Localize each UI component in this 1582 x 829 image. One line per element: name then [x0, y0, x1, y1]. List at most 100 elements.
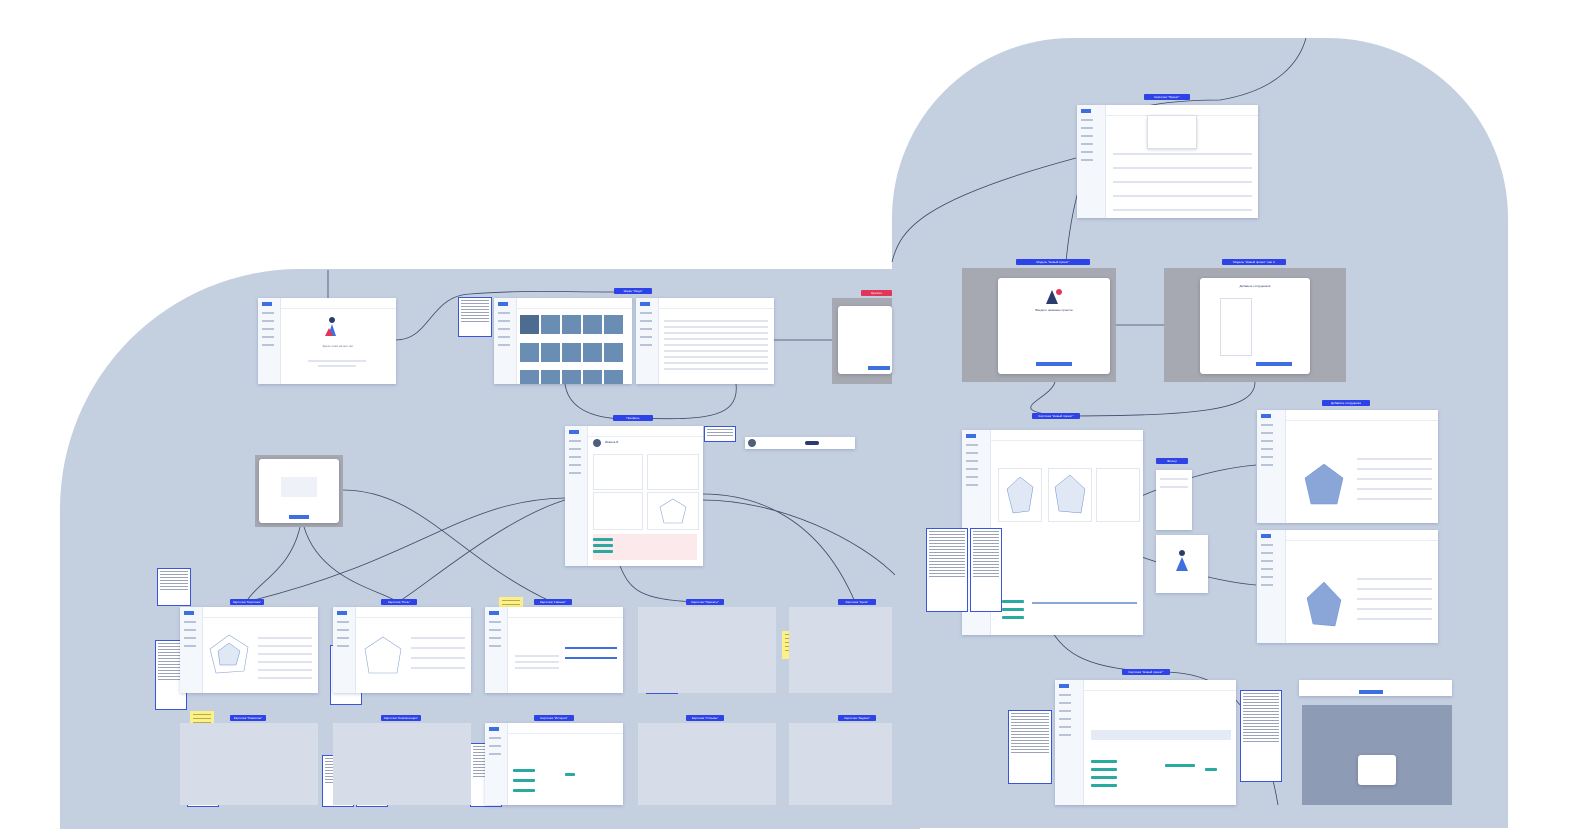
placeholder-development	[180, 723, 318, 805]
screen-new-project-modal[interactable]: Введите название проекта	[962, 268, 1116, 382]
skills-card[interactable]	[593, 454, 643, 490]
modal-title: Введите название проекта	[1035, 308, 1073, 312]
screen-history-detail[interactable]	[485, 723, 623, 805]
annotation-note	[926, 528, 968, 612]
person-tile[interactable]	[604, 315, 623, 334]
connector	[632, 383, 737, 420]
screen-tag: Фильтр	[1156, 458, 1188, 464]
placeholder-goals	[789, 607, 892, 693]
employee-list[interactable]	[1220, 298, 1252, 356]
person-tile[interactable]	[541, 370, 560, 384]
person-tile[interactable]	[583, 343, 602, 362]
timeline-track[interactable]	[1091, 730, 1231, 740]
screen-tag: Карточка "Карточка"	[230, 599, 264, 605]
screen-projects-list[interactable]	[1077, 105, 1258, 218]
connector	[397, 499, 566, 603]
screen-tag: Профиль	[613, 415, 653, 421]
screen-tag: Экран "Люди"	[614, 288, 652, 294]
screen-tag: Добавить сотрудника	[1322, 400, 1370, 406]
screen-tag: Карточка "Компетенции"	[381, 715, 421, 721]
annotation-note	[157, 568, 191, 606]
screen-employee-list[interactable]	[1257, 530, 1438, 643]
screen-tag: Карточка "Проекты"	[686, 599, 724, 605]
screen-tag: Карточка "Новый проект"	[1122, 669, 1170, 675]
empty-result-panel	[1156, 535, 1208, 593]
screen-tag: Удалить	[861, 290, 892, 296]
screen-delete-modal[interactable]	[832, 298, 892, 384]
annotation-note	[1240, 690, 1282, 782]
person-tile[interactable]	[562, 315, 581, 334]
annotation-note	[970, 528, 1002, 612]
filter-dropdown[interactable]	[1147, 115, 1197, 149]
screen-empty-state[interactable]: Здесь пока ничего нет	[258, 298, 396, 384]
screen-tag: Модель "Новый проект" шаг 2	[1222, 259, 1286, 265]
screen-tag: Карточка "Навыки"	[534, 599, 572, 605]
goals-card[interactable]	[647, 454, 699, 490]
screen-tag: Модель "Новый проект"	[1016, 259, 1090, 265]
placeholder-reviews	[638, 723, 776, 805]
connector	[1030, 381, 1061, 417]
screen-profile[interactable]: Иванов И.	[565, 426, 703, 566]
screen-role-detail[interactable]	[333, 607, 471, 693]
screen-create-modal[interactable]	[255, 455, 343, 527]
connector	[619, 565, 699, 603]
radar-chart-card[interactable]	[998, 468, 1042, 522]
avatar	[593, 439, 601, 447]
person-tile[interactable]	[520, 315, 539, 334]
connector	[395, 291, 626, 341]
screen-card-detail[interactable]	[180, 607, 318, 693]
connector	[701, 493, 856, 603]
person-row-preview	[745, 437, 855, 449]
connector	[245, 526, 301, 603]
person-tile[interactable]	[541, 343, 560, 362]
modal-title: Добавьте сотрудников	[1239, 284, 1271, 288]
placeholder-competencies	[333, 723, 471, 805]
person-tile[interactable]	[583, 370, 602, 384]
screen-tag: Карточка "Задачи"	[838, 715, 876, 721]
person-tile[interactable]	[520, 370, 539, 384]
screen-tag: Карточка "История"	[534, 715, 574, 721]
profile-name: Иванов И.	[605, 440, 620, 444]
connector	[564, 383, 634, 420]
create-button[interactable]	[1256, 362, 1292, 366]
screen-people-table[interactable]	[636, 298, 774, 384]
screen-project-modal-overlay[interactable]	[1302, 705, 1452, 805]
radar-chart	[1293, 574, 1355, 634]
person-tile[interactable]	[520, 343, 539, 362]
screen-tag: Карточка "Развитие"	[230, 715, 266, 721]
screen-tag: Карточка "Цели"	[838, 599, 876, 605]
screen-add-employee[interactable]	[1257, 410, 1438, 523]
connector	[701, 499, 896, 576]
placeholder-tasks	[789, 723, 892, 805]
radar-chart	[204, 631, 254, 679]
radar-chart-card[interactable]	[1048, 468, 1092, 522]
placeholder-projects	[638, 607, 776, 693]
person-tile[interactable]	[604, 370, 623, 384]
text-field[interactable]	[281, 477, 317, 497]
person-tile[interactable]	[562, 370, 581, 384]
person-tile[interactable]	[604, 343, 623, 362]
filter-panel[interactable]	[1156, 470, 1192, 530]
connector	[891, 157, 1077, 263]
screen-skills-detail[interactable]	[485, 607, 623, 693]
save-button[interactable]	[289, 515, 309, 519]
screen-tag: Карточка "Роль"	[381, 599, 417, 605]
screen-tag: Карточка "Проект"	[1144, 94, 1190, 100]
screen-tag: Карточка "Новый проект"	[1032, 413, 1080, 419]
screen-tag: Карточка "Отзывы"	[686, 715, 724, 721]
annotation-note	[704, 426, 736, 442]
screen-people-grid[interactable]	[494, 298, 632, 384]
person-tile[interactable]	[541, 315, 560, 334]
radar-chart-card[interactable]	[647, 492, 699, 530]
person-tile[interactable]	[583, 315, 602, 334]
connector	[245, 497, 566, 603]
radar-chart-card[interactable]	[593, 492, 643, 530]
screen-project-timeline[interactable]	[1055, 680, 1236, 805]
stats-card[interactable]	[1096, 468, 1140, 522]
connector	[342, 489, 553, 603]
next-button[interactable]	[1036, 362, 1072, 366]
confirm-button[interactable]	[868, 366, 890, 370]
annotation-note	[1008, 710, 1052, 784]
person-tile[interactable]	[562, 343, 581, 362]
screen-new-project-step2[interactable]: Добавьте сотрудников	[1164, 268, 1346, 382]
